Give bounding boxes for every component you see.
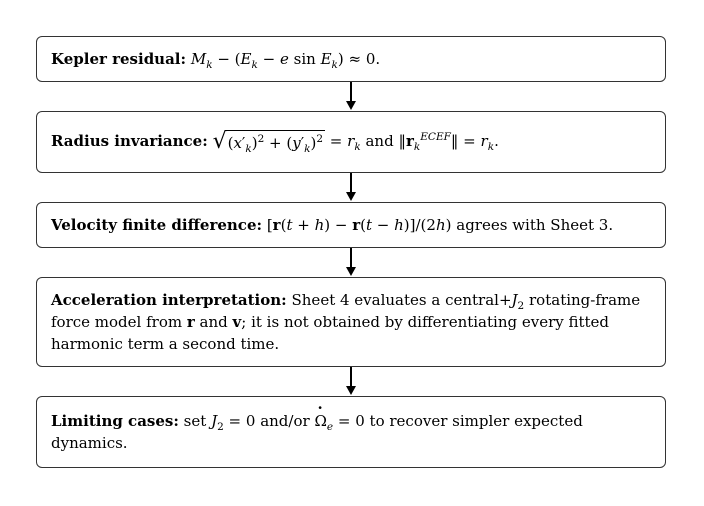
step-acceleration-interpretation: Acceleration interpretation: Sheet 4 eva…: [36, 277, 666, 367]
flow-arrow: [346, 173, 356, 201]
step-description-part: set: [183, 412, 207, 430]
ecef-norm-equation: ‖rkECEF‖ = rk.: [398, 131, 499, 153]
position-vector: r: [186, 313, 195, 331]
step-description-part: rotating-frame force model from: [51, 291, 641, 331]
radius-equation: √(x′k)2 + (y′k)2 = rk: [212, 129, 361, 155]
step-description-part: and/or: [260, 412, 310, 430]
step-radius-invariance: Radius invariance: √(x′k)2 + (y′k)2 = rk…: [36, 111, 666, 173]
step-description: agrees with Sheet 3.: [456, 216, 614, 234]
step-title: Velocity finite difference:: [51, 216, 263, 234]
j2-symbol: J: [511, 291, 518, 309]
flow-arrow: [346, 82, 356, 110]
finite-difference-expression: [r(t + h) − r(t − h)]/(2h): [266, 216, 452, 234]
step-kepler-residual: Kepler residual: Mk − (Ek − e sin Ek) ≈ …: [36, 36, 666, 82]
j2-subscript: 2: [517, 300, 525, 312]
step-title: Limiting cases:: [51, 412, 179, 430]
step-title: Kepler residual:: [51, 50, 187, 68]
flow-arrow: [346, 248, 356, 276]
velocity-vector: v: [232, 313, 242, 331]
flow-arrow: [346, 367, 356, 395]
step-description-part: and: [199, 313, 228, 331]
omega-dot-zero-expression: Ωe = 0: [314, 397, 364, 432]
step-velocity-finite-difference: Velocity finite difference: [r(t + h) − …: [36, 202, 666, 248]
step-title: Radius invariance:: [51, 132, 208, 150]
step-title: Acceleration interpretation:: [51, 291, 287, 309]
step-description-part: Sheet 4 evaluates a central+: [291, 291, 512, 309]
step-limiting-cases: Limiting cases: set J2 = 0 and/or Ωe = 0…: [36, 396, 666, 468]
kepler-equation: Mk − (Ek − e sin Ek) ≈ 0.: [190, 50, 381, 71]
step-description-part: to recover simpler expected dynamics.: [51, 412, 583, 452]
j2-zero-expression: J2 = 0: [211, 412, 256, 433]
step-description-part: ; it is not obtained by differentiating …: [51, 313, 610, 353]
connector-text: and: [365, 132, 394, 150]
